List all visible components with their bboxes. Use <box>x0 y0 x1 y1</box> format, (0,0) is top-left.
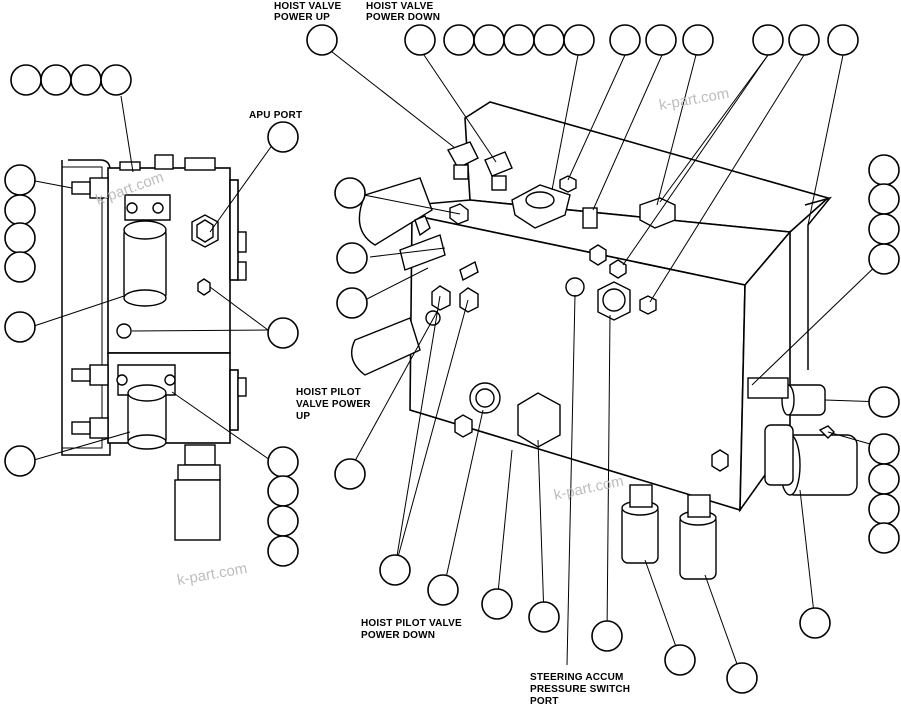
callout-circle <box>100 64 132 96</box>
callout-circle <box>868 213 900 245</box>
callout-circle <box>799 607 831 639</box>
label-line: POWER DOWN <box>361 630 435 641</box>
callout-circle <box>334 177 366 209</box>
callout-circle <box>591 620 623 652</box>
leader-lines <box>33 47 885 679</box>
callout-circle <box>868 386 900 418</box>
callout-circle <box>481 588 513 620</box>
callout-circle <box>503 24 535 56</box>
callout-circle <box>4 251 36 283</box>
callout-circle <box>4 311 36 343</box>
callout-circle <box>868 522 900 554</box>
label-line: HOIST VALVE <box>274 1 342 12</box>
callout-circle <box>563 24 595 56</box>
callout-circle <box>868 463 900 495</box>
callout-circle <box>70 64 102 96</box>
callout-circle <box>827 24 859 56</box>
callout-circle <box>609 24 641 56</box>
label-line: POWER DOWN <box>366 12 440 23</box>
callout-circle <box>267 121 299 153</box>
label-line: VALVE POWER <box>296 399 371 410</box>
label-hoist-pilot-valve-power-down: HOIST PILOT VALVE POWER DOWN <box>361 618 462 641</box>
callout-circle <box>267 317 299 349</box>
callout-circle <box>533 24 565 56</box>
callout-circle <box>4 445 36 477</box>
watermark-text: k-part.com <box>176 560 249 589</box>
callout-circle <box>788 24 820 56</box>
callout-circle <box>306 24 338 56</box>
callout-circle <box>868 183 900 215</box>
callout-circle <box>4 222 36 254</box>
label-line: HOIST PILOT <box>296 387 361 398</box>
callout-circle <box>404 24 436 56</box>
label-apu-port: APU PORT <box>249 110 302 121</box>
callout-circle <box>868 243 900 275</box>
callout-circle <box>868 493 900 525</box>
callout-circle <box>528 601 560 633</box>
callout-circle <box>752 24 784 56</box>
label-hoist-valve-power-up: HOIST VALVE POWER UP <box>274 1 342 23</box>
label-steering-accum-pressure-switch-port: STEERING ACCUM PRESSURE SWITCH PORT <box>530 672 630 706</box>
label-line: PRESSURE SWITCH <box>530 684 630 695</box>
callout-circle <box>4 164 36 196</box>
callout-circles <box>4 24 900 694</box>
callout-circle <box>868 154 900 186</box>
main-valve-block <box>351 101 858 580</box>
callout-circle <box>379 554 411 586</box>
label-line: APU PORT <box>249 110 302 121</box>
label-line: STEERING ACCUM <box>530 672 624 683</box>
callout-circle <box>10 64 42 96</box>
callout-circle <box>40 64 72 96</box>
callout-circle <box>645 24 677 56</box>
callout-circle <box>336 287 368 319</box>
callout-circle <box>473 24 505 56</box>
label-line: POWER UP <box>274 12 330 23</box>
callout-circle <box>868 433 900 465</box>
label-line: HOIST PILOT VALVE <box>361 618 462 629</box>
callout-circle <box>726 662 758 694</box>
label-line: UP <box>296 411 310 422</box>
label-line: HOIST VALVE <box>366 1 434 12</box>
callout-circle <box>334 458 366 490</box>
callout-circle <box>427 574 459 606</box>
callout-circle <box>267 535 299 567</box>
callout-circle <box>664 644 696 676</box>
callout-circle <box>4 194 36 226</box>
label-hoist-valve-power-down: HOIST VALVE POWER DOWN <box>366 1 440 23</box>
label-hoist-pilot-valve-power-up: HOIST PILOT VALVE POWER UP <box>296 387 371 422</box>
callout-circle <box>336 242 368 274</box>
callout-circle <box>267 446 299 478</box>
callout-circle <box>682 24 714 56</box>
callout-circle <box>267 475 299 507</box>
callout-circle <box>443 24 475 56</box>
watermark-text: k-part.com <box>658 85 731 114</box>
callout-circle <box>267 505 299 537</box>
watermark-text: k-part.com <box>552 473 625 504</box>
left-valve-assembly <box>61 154 247 541</box>
label-line: PORT <box>530 696 559 706</box>
